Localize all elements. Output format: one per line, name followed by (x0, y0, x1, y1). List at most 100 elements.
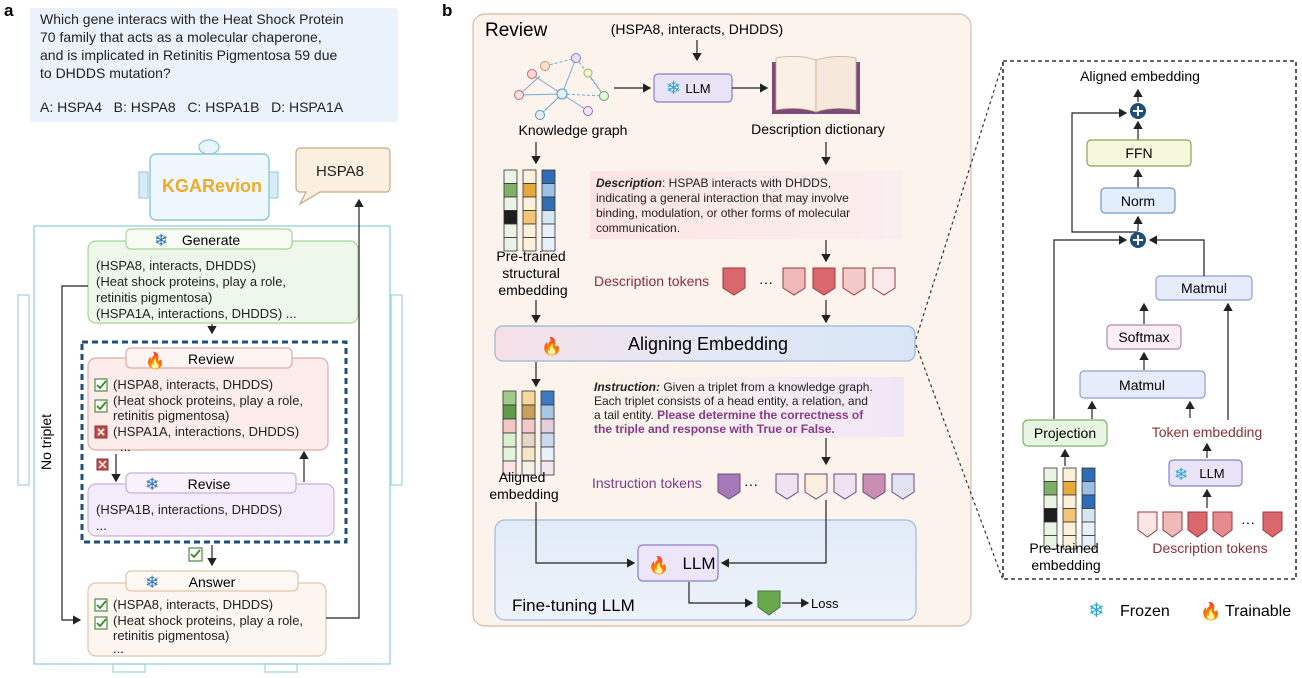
embedding-cell (502, 390, 517, 406)
structural-embedding-matrix (503, 169, 556, 252)
matmul-top-label: Matmul (1181, 280, 1227, 296)
review-panel-title: Review (485, 20, 548, 41)
embedding-cell (1062, 467, 1077, 482)
loss-label: Loss (811, 596, 839, 611)
embedding-cell (521, 460, 536, 476)
snowflake-icon: ❄ (666, 78, 681, 98)
embedding-cell (1062, 494, 1077, 509)
agent-frame (33, 225, 391, 665)
token-shape (842, 267, 866, 296)
norm-box (1100, 187, 1176, 214)
embedding-cell (521, 404, 536, 420)
embedding-cell (1043, 535, 1058, 550)
embedding-cell (1043, 481, 1058, 496)
embedding-cell (1062, 521, 1077, 536)
llm-trainable-box: 🔥 LLM (637, 544, 719, 582)
no-triplet-label: No triplet (38, 414, 54, 470)
robot-name: KGARevion (162, 176, 262, 196)
residual-arrow (1071, 108, 1138, 233)
question-text: Which gene interacs with the Heat Shock … (40, 11, 347, 81)
book-icon (772, 56, 860, 114)
projection-box (1022, 419, 1108, 447)
softmax-box (1106, 324, 1182, 350)
cross-icon (96, 458, 109, 471)
embedding-cell (1081, 535, 1096, 550)
revise-box: ❄ Revise (HSPA1B, interactions, DHDDS) .… (87, 472, 335, 537)
token-shape (775, 473, 799, 500)
output-token (757, 590, 781, 616)
ffn-box (1086, 139, 1192, 167)
embedding-cell (503, 169, 518, 184)
legend-trainable: Trainable (1225, 603, 1291, 620)
zoom-line-top (915, 61, 1004, 340)
embedding-cell (540, 446, 555, 462)
embedding-cell (540, 404, 555, 420)
instruction-token-ellipsis: ··· (744, 476, 758, 492)
answer-box: ❄ Answer (HSPA8, interacts, DHDDS) (Heat… (87, 570, 327, 657)
token-shape (1137, 511, 1158, 538)
embedding-cell (522, 237, 537, 252)
embedding-cell (522, 169, 537, 184)
check-icon (94, 378, 108, 392)
description-box (590, 171, 902, 239)
aligning-embedding-bar (494, 325, 916, 362)
description-tokens-label: Description tokens (594, 273, 709, 289)
knowledge-graph-icon (514, 53, 609, 120)
arrow-instruction-to-llm (720, 500, 827, 568)
arrow-matmul-add (1148, 235, 1205, 276)
check-icon (188, 547, 203, 562)
token-shape (862, 473, 886, 500)
detail-llm-label: LLM (1199, 466, 1224, 481)
fire-icon: 🔥 (145, 351, 165, 370)
review-panel (472, 13, 972, 627)
embedding-cell (540, 460, 555, 476)
arrow-llm-output (688, 582, 754, 608)
embedding-cell (1081, 508, 1096, 523)
llm-label: LLM (685, 81, 710, 96)
embedding-cell (522, 183, 537, 198)
matmul-bottom-box (1079, 370, 1206, 399)
embedding-cell (540, 390, 555, 406)
llm-frozen-box: ❄ LLM (653, 73, 733, 103)
embedding-cell (503, 196, 518, 211)
embedding-cell (521, 446, 536, 462)
question-box (30, 8, 398, 122)
frame-foot-left (112, 663, 146, 673)
embedding-cell (522, 196, 537, 211)
embedding-cell (541, 196, 556, 211)
embedding-cell (1081, 521, 1096, 536)
embedding-cell (521, 432, 536, 448)
description-tokens (722, 267, 896, 296)
embedding-cell (541, 183, 556, 198)
embedding-cell (502, 432, 517, 448)
legend-frozen: Frozen (1120, 603, 1170, 620)
embedding-cell (503, 223, 518, 238)
question-line: to DHDDS mutation? (40, 65, 171, 81)
check-icon (94, 399, 108, 413)
detail-description-tokens (1137, 511, 1283, 538)
question-line: and is implicated in Retinitis Pigmentos… (40, 47, 337, 63)
token-shape (722, 267, 746, 296)
aligning-embedding-label: Aligning Embedding (628, 334, 788, 354)
frame-side-left (17, 294, 30, 486)
embedding-cell (1043, 467, 1058, 482)
embedding-cell (541, 223, 556, 238)
token-shape (891, 473, 915, 500)
token-embedding-label: Token embedding (1152, 424, 1263, 440)
snowflake-icon: ❄ (1088, 600, 1105, 622)
answer-lines: (HSPA8, interacts, DHDDS) (Heat shock pr… (113, 597, 307, 656)
detail-description-tokens-label: Description tokens (1152, 540, 1267, 556)
detail-pretrained-label: Pre-trained embedding (1029, 540, 1102, 573)
add-node-icon (1130, 232, 1146, 248)
token-shape (1187, 511, 1208, 538)
review-box: 🔥 Review (HSPA8, interacts, DHDDS) (Heat… (87, 347, 329, 454)
embedding-cell (521, 418, 536, 434)
check-icon (94, 598, 108, 612)
fire-icon: 🔥 (541, 336, 562, 356)
embedding-cell (522, 223, 537, 238)
bubble-text: HSPA8 (316, 163, 364, 180)
arrow-aligned-to-llm (535, 502, 636, 568)
finetuning-label: Fine-tuning LLM (512, 596, 635, 615)
embedding-cell (502, 404, 517, 420)
snowflake-icon: ❄ (145, 475, 159, 494)
